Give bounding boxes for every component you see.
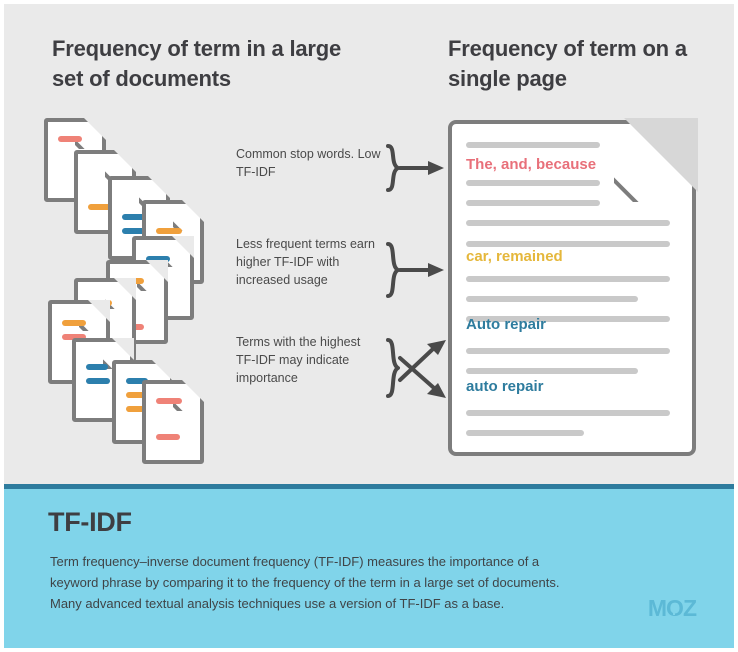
page-fold-edge bbox=[137, 261, 167, 291]
moz-logo-m: M bbox=[647, 595, 667, 621]
doc-bar bbox=[126, 406, 148, 412]
page-fold-edge bbox=[79, 301, 109, 331]
document-icon bbox=[142, 380, 204, 464]
doc-bar bbox=[146, 256, 170, 262]
page-fold-edge bbox=[173, 381, 203, 411]
page-text-line bbox=[466, 430, 584, 436]
doc-bar bbox=[86, 364, 108, 370]
doc-bar bbox=[62, 334, 86, 340]
document-stack bbox=[44, 114, 234, 474]
diagram-panel: Frequency of term in a large set of docu… bbox=[4, 4, 734, 484]
doc-bar bbox=[122, 228, 146, 234]
page-text-line bbox=[466, 410, 670, 416]
page-fold-edge bbox=[614, 116, 700, 202]
page-text-line bbox=[466, 296, 638, 302]
page-fold-edge bbox=[75, 119, 105, 149]
page-text-line bbox=[466, 276, 670, 282]
page-text-line bbox=[466, 316, 670, 322]
brace-arrow-right-icon bbox=[376, 240, 446, 305]
definition-body: Term frequency–inverse document frequenc… bbox=[50, 554, 560, 612]
moz-logo-z: Z bbox=[682, 595, 697, 621]
doc-bar bbox=[58, 136, 82, 142]
doc-bar bbox=[88, 204, 114, 210]
doc-bar bbox=[156, 398, 182, 404]
heading-right: Frequency of term on a single page bbox=[448, 36, 687, 91]
doc-bar bbox=[86, 378, 110, 384]
definition-title: TF-IDF bbox=[48, 507, 132, 537]
page-fold-edge bbox=[173, 201, 203, 231]
page-text-line bbox=[466, 180, 600, 186]
annotation-label: Terms with the highest TF-IDF may indica… bbox=[236, 335, 361, 385]
page-text-line bbox=[466, 200, 600, 206]
doc-bar bbox=[156, 434, 180, 440]
panel-divider bbox=[4, 484, 734, 489]
brace-two-arrows-icon bbox=[376, 336, 456, 407]
moz-logo: MOZ bbox=[647, 595, 697, 622]
page-term-medium: car, remained bbox=[466, 248, 563, 265]
doc-bar bbox=[62, 320, 86, 326]
doc-bar bbox=[126, 392, 148, 398]
single-page-document: The, and, because car, remained Auto rep… bbox=[448, 118, 698, 456]
annotation-label: Common stop words. Low TF-IDF bbox=[236, 147, 381, 179]
page-text-line bbox=[466, 220, 670, 226]
annotation-label: Less frequent terms earn higher TF-IDF w… bbox=[236, 237, 375, 287]
page-term-high-1: Auto repair bbox=[466, 316, 547, 333]
doc-bar bbox=[126, 378, 148, 384]
page-text-line bbox=[466, 368, 638, 374]
doc-bar bbox=[156, 228, 182, 234]
definition-panel: TF-IDF Term frequency–inverse document f… bbox=[4, 489, 734, 648]
heading-left: Frequency of term in a large set of docu… bbox=[52, 36, 342, 91]
page-term-high-2: auto repair bbox=[466, 378, 544, 395]
page-term-stop-words: The, and, because bbox=[466, 156, 597, 173]
doc-bar bbox=[122, 214, 146, 220]
brace-arrow-right-icon bbox=[376, 142, 446, 199]
page-text-line bbox=[466, 241, 670, 247]
page-text-line bbox=[466, 348, 670, 354]
moz-logo-o: O bbox=[666, 595, 684, 621]
page-text-line bbox=[466, 142, 600, 148]
